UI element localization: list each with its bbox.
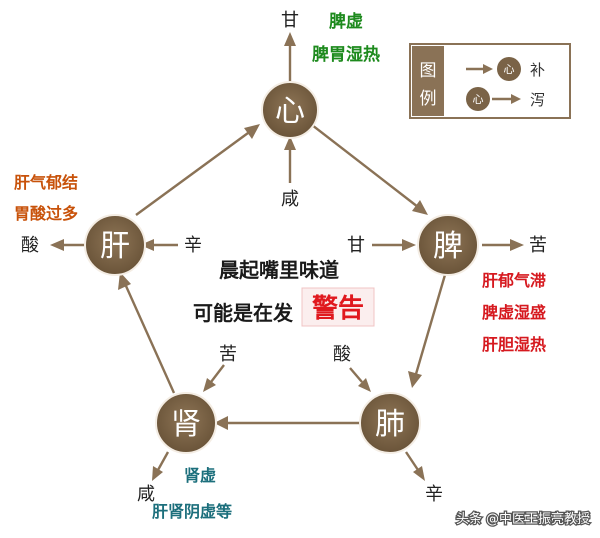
arrow-lung-to-kidney [214,416,366,430]
flavor-kidney-out: 咸 [137,484,155,505]
legend-title-2: 例 [420,89,437,109]
organ-node-liver: 肝 [84,214,146,276]
legend-tonify-label: 补 [530,61,545,79]
arrow-spleen-to-lung [408,267,449,388]
legend-row-tonify: 心 补 [466,57,545,81]
arrow-heart-out [284,32,296,82]
legend-title-1: 图 [420,61,437,81]
organ-label-lung: 肺 [375,407,405,442]
organ-node-heart: 心 [261,81,319,139]
flavor-kidney-in: 苦 [219,344,237,365]
note-liver-line-2: 胃酸过多 [14,204,78,223]
note-spleen: 肝郁气滞 脾虚湿盛 肝胆湿热 [482,271,546,354]
organ-node-spleen: 脾 [417,214,479,276]
flavor-lung-in: 酸 [333,344,351,365]
legend-row-drain: 心 泻 [466,87,545,111]
watermark-text: 头条 @中医王振亮教授 [456,511,590,527]
arrow-heart-in [284,136,296,183]
legend-tonify-icon: 心 [504,63,515,76]
organ-label-kidney: 肾 [171,407,201,442]
arrow-kidney-out [152,451,170,481]
arrow-kidney-to-liver [118,272,176,394]
legend: 图 例 心 补 心 泻 [409,43,571,119]
note-heart: 脾虚 脾胃湿热 [312,11,380,65]
note-kidney-line-2: 肝肾阴虚等 [152,502,232,521]
organ-node-kidney: 肾 [155,392,217,454]
note-spleen-line-3: 肝胆湿热 [482,335,546,354]
arrow-lung-in [349,367,371,392]
flavor-heart-out: 甘 [281,10,299,31]
organ-label-heart: 心 [275,94,305,129]
flavor-liver-out: 酸 [21,235,39,256]
flavor-spleen-out: 苦 [529,235,547,256]
legend-drain-label: 泻 [530,91,545,109]
flavor-spleen-in: 甘 [347,235,365,256]
legend-drain-icon: 心 [473,93,484,106]
organ-node-lung: 肺 [359,392,421,454]
note-liver-line-1: 肝气郁结 [14,173,78,192]
flavor-heart-in: 咸 [281,189,299,210]
warning-text: 警告 [312,293,364,324]
flavor-liver-in: 辛 [184,235,202,256]
note-spleen-line-1: 肝郁气滞 [482,271,546,290]
arrow-lung-out [405,451,425,481]
flavor-lung-out: 辛 [425,484,443,505]
note-kidney-line-1: 肾虚 [184,466,216,485]
center-caption: 晨起嘴里味道 可能是在发 警告 [193,258,375,327]
note-heart-line-2: 脾胃湿热 [312,44,380,65]
note-spleen-line-2: 脾虚湿盛 [482,303,546,322]
center-line-2: 可能是在发 [193,301,294,325]
organ-label-liver: 肝 [100,229,130,264]
arrow-spleen-out [482,239,524,251]
watermark: 头条 @中医王振亮教授 [455,510,592,529]
arrow-kidney-in [203,364,225,392]
arrow-spleen-in [372,239,416,251]
organ-label-spleen: 脾 [433,229,463,264]
arrow-heart-to-spleen [311,124,428,215]
note-heart-line-1: 脾虚 [329,11,363,32]
arrow-liver-to-heart [135,124,260,216]
warning-highlight [301,287,375,327]
legend-title-box [412,46,444,116]
arrow-liver-in [140,239,178,251]
note-kidney: 肾虚 肝肾阴虚等 [152,466,232,521]
center-line-1: 晨起嘴里味道 [219,258,339,282]
note-liver: 肝气郁结 胃酸过多 [14,173,78,223]
